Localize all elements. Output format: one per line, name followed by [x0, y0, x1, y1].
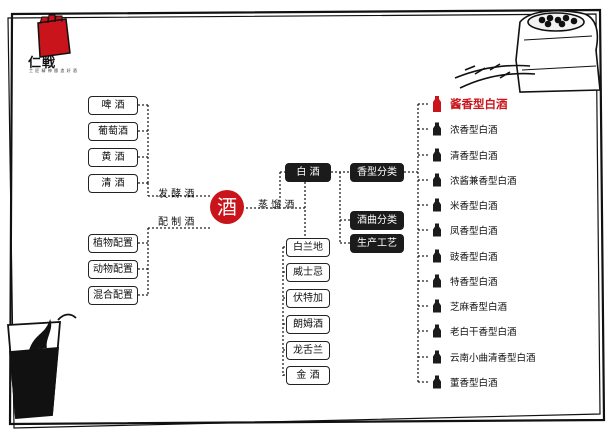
bottle-icon — [433, 148, 441, 162]
aroma-type-item: 云南小曲清香型白酒 — [450, 348, 536, 366]
bottle-icon — [433, 249, 441, 263]
bottle-icon — [433, 299, 441, 313]
aroma-type-item: 老白干香型白酒 — [450, 322, 517, 340]
connectors — [138, 103, 430, 383]
sketch-frame — [7, 8, 606, 429]
aroma-type-label: 豉香型白酒 — [450, 252, 498, 263]
aroma-type-label: 浓香型白酒 — [450, 125, 498, 136]
bottle-icon — [433, 324, 441, 338]
bottle-icon — [433, 122, 441, 136]
aroma-type-label: 特香型白酒 — [450, 277, 498, 288]
aroma-type-label: 老白干香型白酒 — [450, 327, 517, 338]
bottle-icon — [433, 96, 441, 112]
aroma-type-item: 董香型白酒 — [450, 373, 498, 391]
brand-name: 仁戦 — [28, 56, 57, 71]
bottle-icon — [433, 173, 441, 187]
item-beer: 啤 酒 — [88, 96, 138, 115]
label-blended: 配 制 酒 — [158, 217, 195, 228]
item-tequila: 龙舌兰 — [286, 341, 330, 360]
item-gin: 金 酒 — [286, 366, 330, 385]
aroma-type-item: 芝麻香型白酒 — [450, 297, 507, 315]
node-aroma-classification: 香型分类 — [350, 163, 404, 182]
item-whisky: 威士忌 — [286, 263, 330, 282]
label-fermented: 发 酵 酒 — [158, 189, 195, 200]
node-yeast-classification: 酒曲分类 — [350, 211, 404, 230]
aroma-type-label: 浓酱兼香型白酒 — [450, 176, 517, 187]
glass-icon — [7, 313, 77, 419]
aroma-type-item: 浓酱兼香型白酒 — [450, 171, 517, 189]
label-distilled: 蒸 馏 酒 — [258, 200, 295, 211]
item-sake: 清 酒 — [88, 174, 138, 193]
fist-logo-icon — [37, 14, 71, 58]
item-yellow-wine: 黄 酒 — [88, 148, 138, 167]
aroma-type-label: 清香型白酒 — [450, 151, 498, 162]
item-plant-blend: 植物配置 — [88, 234, 138, 253]
aroma-type-item: 浓香型白酒 — [450, 120, 498, 138]
aroma-type-item: 特香型白酒 — [450, 272, 498, 290]
seal-icon: 酒 — [210, 190, 244, 224]
item-mixed-blend: 混合配置 — [88, 286, 138, 305]
item-animal-blend: 动物配置 — [88, 260, 138, 279]
aroma-type-item: 米香型白酒 — [450, 196, 498, 214]
node-production-process: 生产工艺 — [350, 234, 404, 253]
bottle-icon — [433, 350, 441, 364]
item-vodka: 伏特加 — [286, 289, 330, 308]
bottle-icon — [433, 198, 441, 212]
bottle-icon — [433, 274, 441, 288]
aroma-type-item: 清香型白酒 — [450, 146, 498, 164]
node-baijiu: 白 酒 — [285, 163, 331, 182]
aroma-type-label: 董香型白酒 — [450, 378, 498, 389]
bottle-icons — [433, 96, 441, 389]
aroma-type-item: 凤香型白酒 — [450, 221, 498, 239]
aroma-type-label: 凤香型白酒 — [450, 226, 498, 237]
bottle-icon — [433, 375, 441, 389]
item-rum: 朗姆酒 — [286, 315, 330, 334]
brand-tagline: 工 匠 精 神 酿 造 好 酒 — [29, 68, 78, 73]
bottle-icon — [433, 223, 441, 237]
aroma-type-label: 云南小曲清香型白酒 — [450, 353, 536, 364]
aroma-type-item: 豉香型白酒 — [450, 247, 498, 265]
aroma-type-label: 米香型白酒 — [450, 201, 498, 212]
grain-sack-icon — [454, 9, 601, 93]
aroma-type-item: 酱香型白酒 — [450, 95, 508, 113]
aroma-type-label: 芝麻香型白酒 — [450, 302, 508, 313]
seal-char: 酒 — [217, 195, 237, 219]
item-brandy: 白兰地 — [286, 238, 330, 257]
item-wine: 葡萄酒 — [88, 122, 138, 141]
aroma-type-label: 酱香型白酒 — [450, 97, 508, 111]
